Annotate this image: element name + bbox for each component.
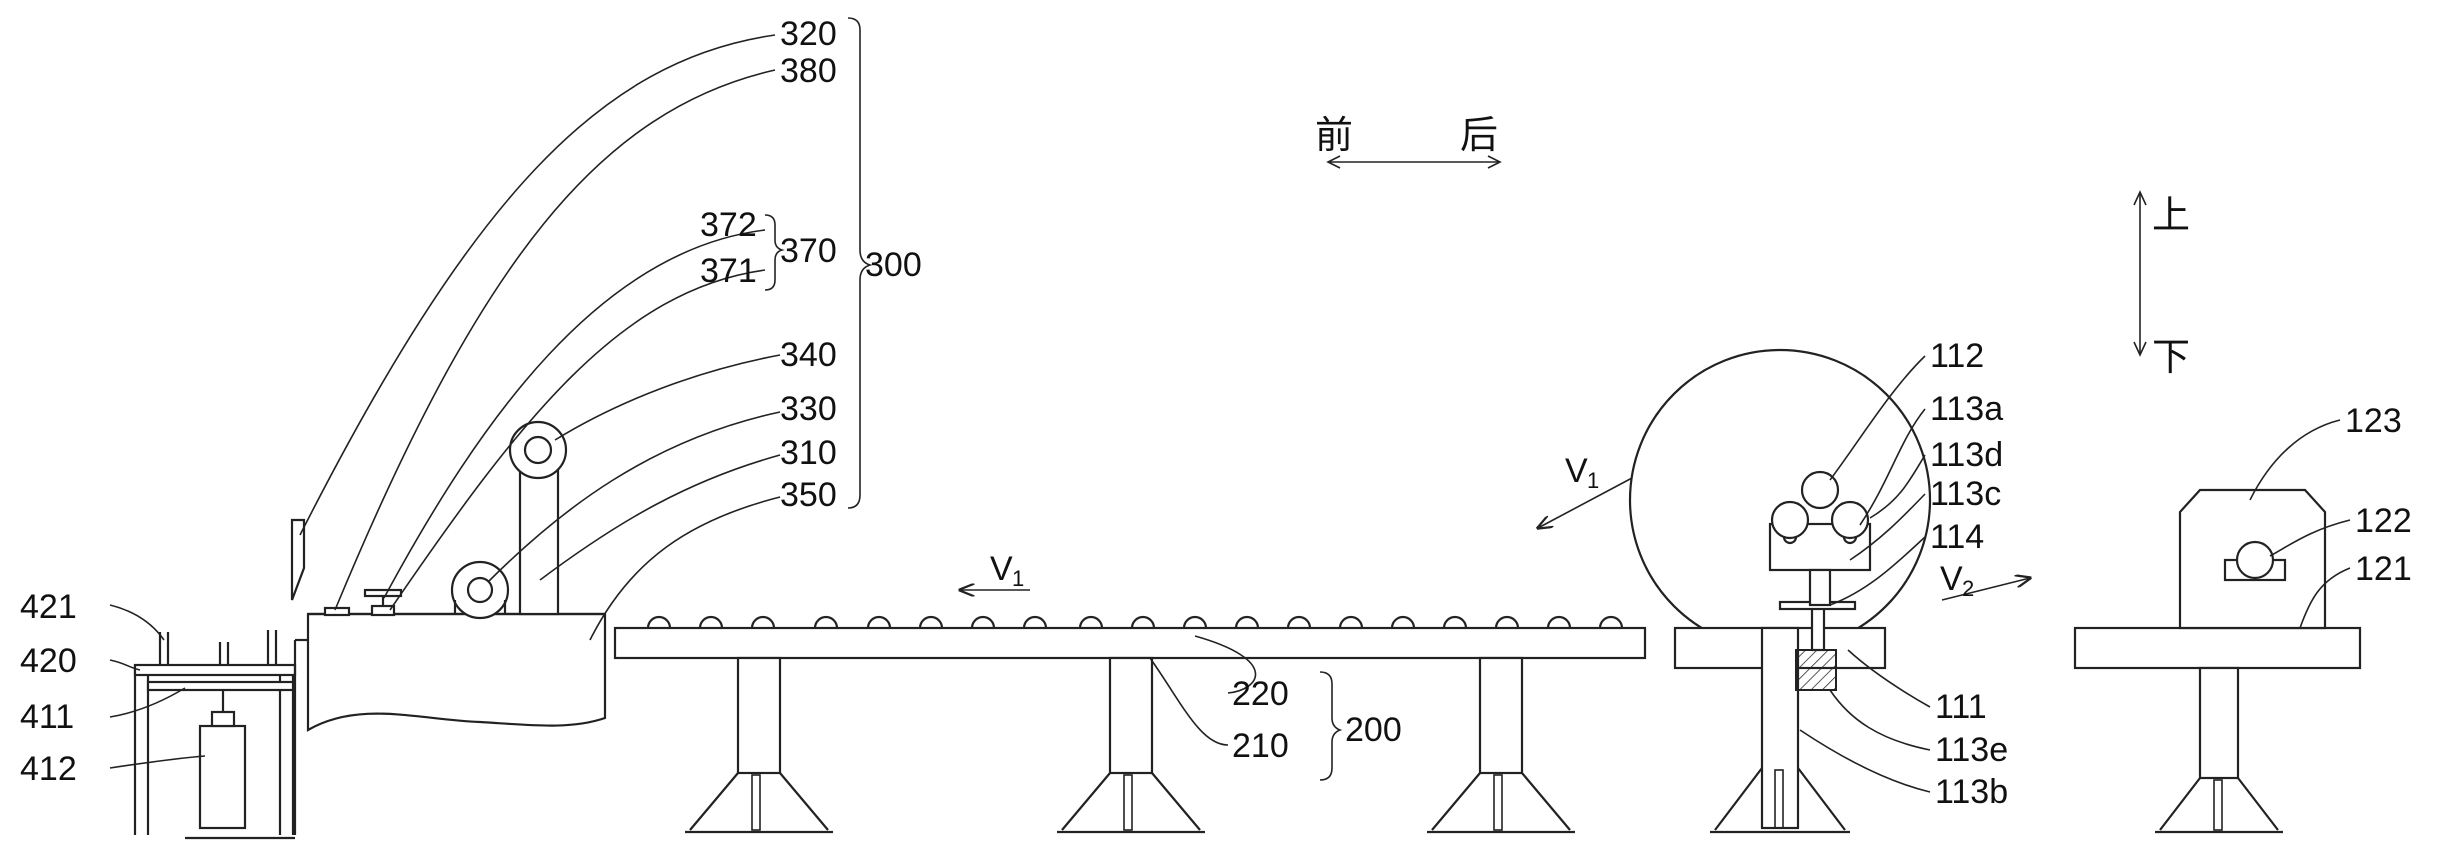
leader-lines-400 bbox=[109, 604, 206, 769]
frame-210 bbox=[613, 626, 1647, 660]
labels-300: 320 380 372 371 370 300 340 330 310 350 bbox=[700, 15, 922, 514]
part-380 bbox=[323, 606, 351, 617]
label-380: 380 bbox=[780, 52, 837, 90]
label-370: 370 bbox=[780, 232, 837, 270]
brace-200 bbox=[1319, 671, 1343, 781]
label-113d: 113d bbox=[1930, 436, 2003, 474]
body-350 bbox=[306, 612, 607, 732]
label-113c: 113c bbox=[1930, 475, 2001, 513]
roller-112 bbox=[1800, 470, 1840, 510]
label-123: 123 bbox=[2345, 402, 2402, 440]
down-label: 下 bbox=[2152, 335, 2190, 379]
part-371 bbox=[370, 604, 396, 617]
label-411: 411 bbox=[20, 698, 74, 736]
velocity-v1-upper: V 1 bbox=[1538, 452, 1633, 528]
svg-text:V: V bbox=[990, 550, 1013, 588]
label-310: 310 bbox=[780, 434, 837, 472]
label-122: 122 bbox=[2355, 502, 2412, 540]
leader-lines-120 bbox=[2249, 419, 2351, 629]
brace-370 bbox=[764, 214, 785, 291]
leader-lines-110 bbox=[1799, 355, 1931, 793]
leg-middle bbox=[1057, 656, 1205, 834]
up-label: 上 bbox=[2152, 193, 2190, 237]
label-111: 111 bbox=[1935, 688, 1987, 726]
blade-320 bbox=[290, 518, 306, 601]
svg-text:2: 2 bbox=[1962, 576, 1974, 601]
label-113a: 113a bbox=[1930, 390, 2003, 428]
labels-200: 220 210 200 bbox=[1232, 675, 1402, 765]
brace-300 bbox=[847, 17, 873, 509]
label-372: 372 bbox=[700, 206, 757, 244]
up-arrowhead bbox=[2133, 190, 2147, 206]
label-220: 220 bbox=[1232, 675, 1289, 713]
label-112: 112 bbox=[1930, 337, 1984, 375]
velocity-v2: V 2 bbox=[1940, 560, 2030, 601]
label-113e: 113e bbox=[1935, 731, 2008, 769]
label-114: 114 bbox=[1930, 518, 1984, 556]
pin-114 bbox=[1810, 603, 1826, 652]
labels-110: 112 113a 113d 113c 114 111 113e 113b bbox=[1930, 337, 2008, 811]
label-340: 340 bbox=[780, 336, 837, 374]
down-arrowhead bbox=[2133, 341, 2147, 357]
back-label: 后 bbox=[1460, 113, 1498, 157]
unit-400 bbox=[133, 630, 297, 840]
svg-text:V: V bbox=[1565, 452, 1588, 490]
label-330: 330 bbox=[780, 390, 837, 428]
label-210: 210 bbox=[1232, 727, 1289, 765]
velocity-v1-main: V 1 bbox=[960, 550, 1030, 591]
label-113b: 113b bbox=[1935, 773, 2008, 811]
label-412: 412 bbox=[20, 750, 77, 788]
svg-text:1: 1 bbox=[1587, 468, 1599, 493]
label-300: 300 bbox=[865, 246, 922, 284]
svg-text:V: V bbox=[1940, 560, 1963, 598]
unit-300 bbox=[290, 420, 607, 835]
cylinder-412 bbox=[198, 724, 247, 830]
conveyor-200 bbox=[613, 615, 1647, 834]
top-plate-420 bbox=[133, 663, 297, 677]
front-back-indicator: 前 后 bbox=[1315, 113, 1502, 169]
unit-120 bbox=[2073, 488, 2362, 834]
rollers-220 bbox=[646, 615, 1624, 629]
label-421: 421 bbox=[20, 588, 77, 626]
table-121 bbox=[2073, 626, 2362, 670]
front-label: 前 bbox=[1315, 113, 1353, 157]
labels-400: 421 420 411 412 bbox=[20, 588, 77, 788]
label-350: 350 bbox=[780, 476, 837, 514]
leg-left bbox=[685, 656, 833, 834]
label-420: 420 bbox=[20, 642, 77, 680]
leg-right bbox=[1427, 656, 1575, 834]
front-arrowhead bbox=[1326, 155, 1341, 169]
leader-lines-300 bbox=[299, 34, 781, 641]
back-arrowhead bbox=[1487, 155, 1502, 169]
label-200: 200 bbox=[1345, 711, 1402, 749]
column-113b bbox=[1760, 626, 1800, 830]
label-121: 121 bbox=[2355, 550, 2412, 588]
label-371: 371 bbox=[700, 252, 757, 290]
hatched-113e bbox=[1795, 649, 1837, 691]
shaft-122 bbox=[2235, 540, 2275, 580]
up-down-indicator: 上 下 bbox=[2133, 190, 2190, 379]
unit-110 bbox=[1628, 348, 1932, 834]
label-320: 320 bbox=[780, 15, 837, 53]
labels-120: 123 122 121 bbox=[2345, 402, 2412, 588]
plate-411 bbox=[146, 680, 295, 692]
leader-lines-200 bbox=[1149, 635, 1257, 746]
braces bbox=[764, 17, 1343, 781]
svg-text:1: 1 bbox=[1012, 566, 1024, 591]
